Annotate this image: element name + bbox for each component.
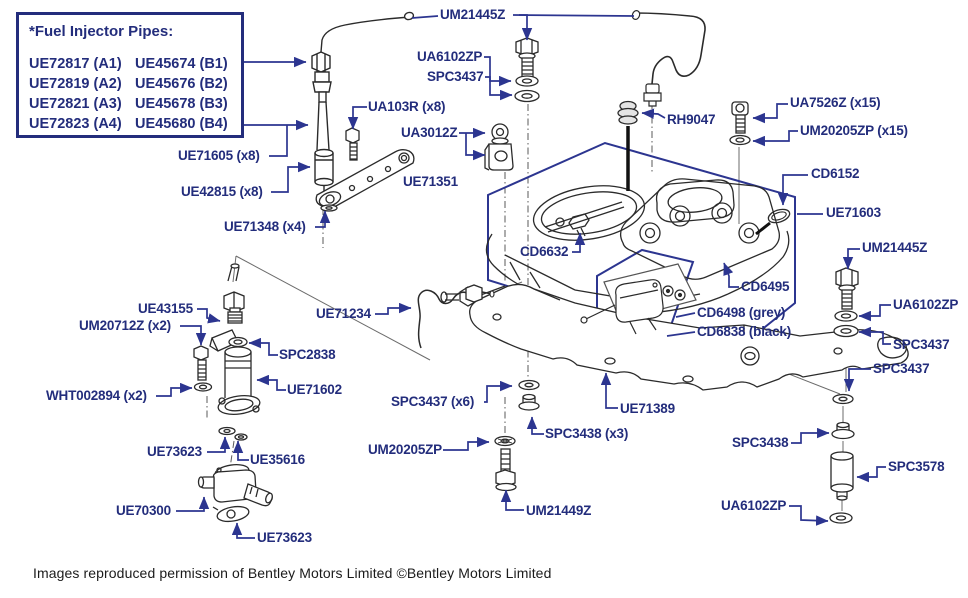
part-label-spc3437-top: SPC3437 [427,69,484,84]
part-label-ue73623-b: UE73623 [257,530,312,545]
legend-part: UE72821 (A3) [29,96,122,112]
part-label-cd6498: CD6498 (grey) [697,305,786,320]
part-label-um21449z: UM21449Z [526,503,592,518]
part-label-um20712z: UM20712Z (x2) [79,318,171,333]
solenoid-valve-drawing [580,263,697,335]
o-ring-cd6152-drawing [755,208,791,236]
part-label-spc3437-right1: SPC3437 [893,337,950,352]
leader-lines [156,14,891,539]
part-label-ua7526z: UA7526Z (x15) [790,95,881,110]
legend-part: UE45674 (B1) [135,56,228,72]
ua7526z-bolt-drawing [729,101,751,146]
part-label-ue71389: UE71389 [620,401,675,416]
legend-title: *Fuel Injector Pipes: [29,23,174,40]
fuel-injector-pipe-drawing [311,11,415,194]
right-bolt-washer-stack-drawing [829,267,859,524]
part-label-ua6102zp-bottomright: UA6102ZP [721,498,787,513]
part-label-ue42815: UE42815 (x8) [181,184,263,199]
rh9047-grommet-drawing [617,100,639,191]
part-label-spc3437-x6: SPC3437 (x6) [391,394,475,409]
part-label-cd6632: CD6632 [520,244,569,259]
part-label-ue71348: UE71348 (x4) [224,219,306,234]
ua103r-bolt-drawing [345,127,360,161]
part-label-ue71603: UE71603 [826,205,881,220]
copyright-caption: Images reproduced permission of Bentley … [33,565,552,581]
part-label-ue70300: UE70300 [116,503,171,518]
ue71234-hose-drawing [417,284,495,349]
part-label-um20205zp-x15: UM20205ZP (x15) [800,123,908,138]
part-label-spc2838: SPC2838 [279,347,336,362]
legend-part: UE72819 (A2) [29,76,122,92]
return-pipe-drawing [631,10,706,107]
legend-part: UE45676 (B2) [135,76,228,92]
part-label-ue43155: UE43155 [138,301,193,316]
part-label-ue71605: UE71605 (x8) [178,148,260,163]
part-label-spc3438-x3: SPC3438 (x3) [545,426,629,441]
ue71351-link-bar-drawing [315,149,415,212]
axis-dash-lines [206,102,653,469]
legend-row: UE72823 (A4) UE45680 (B4) [29,114,241,134]
part-label-rh9047: RH9047 [667,112,716,127]
legend-row: UE72817 (A1) UE45674 (B1) [29,54,241,74]
ue70300-valve-drawing [197,464,273,523]
part-label-ua3012z: UA3012Z [401,125,458,140]
part-label-ua6102zp-right: UA6102ZP [893,297,959,312]
legend-row: UE72821 (A3) UE45678 (B3) [29,94,241,114]
legend-row: UE72819 (A2) UE45676 (B2) [29,74,241,94]
legend-part: UE72817 (A1) [29,56,122,72]
ua3012z-bracket-drawing [484,123,514,171]
part-label-um21445z-top: UM21445Z [440,7,506,22]
part-label-spc3578: SPC3578 [888,459,945,474]
bottom-centre-fastener-stacks-drawing [494,379,540,492]
top-bolt-washer-stack-drawing [514,37,540,103]
part-label-spc3438-right: SPC3438 [732,435,789,450]
part-label-ue73623-a: UE73623 [147,444,202,459]
legend-part: UE72823 (A4) [29,116,122,132]
part-label-ua103r: UA103R (x8) [368,99,446,114]
part-label-ue71234: UE71234 [316,306,371,321]
part-label-um20205zp-center: UM20205ZP [368,442,442,457]
part-label-cd6838: CD6838 (black) [697,324,791,339]
part-label-cd6495: CD6495 [741,279,790,294]
part-label-ue71602: UE71602 [287,382,342,397]
part-label-wht002894: WHT002894 (x2) [46,388,147,403]
injector-assembly-drawing [193,263,261,441]
legend-part: UE45678 (B3) [135,96,228,112]
part-label-um21445z-right: UM21445Z [862,240,928,255]
manifold-base-drawing [469,283,909,391]
part-label-spc3437-right2: SPC3437 [873,361,930,376]
part-label-ua6102zp-top: UA6102ZP [417,49,483,64]
part-label-cd6152: CD6152 [811,166,860,181]
fuel-injector-pipes-legend: *Fuel Injector Pipes: UE72817 (A1) UE456… [16,12,244,138]
part-label-ue71351: UE71351 [403,174,458,189]
legend-part: UE45680 (B4) [135,116,228,132]
part-label-ue35616: UE35616 [250,452,305,467]
